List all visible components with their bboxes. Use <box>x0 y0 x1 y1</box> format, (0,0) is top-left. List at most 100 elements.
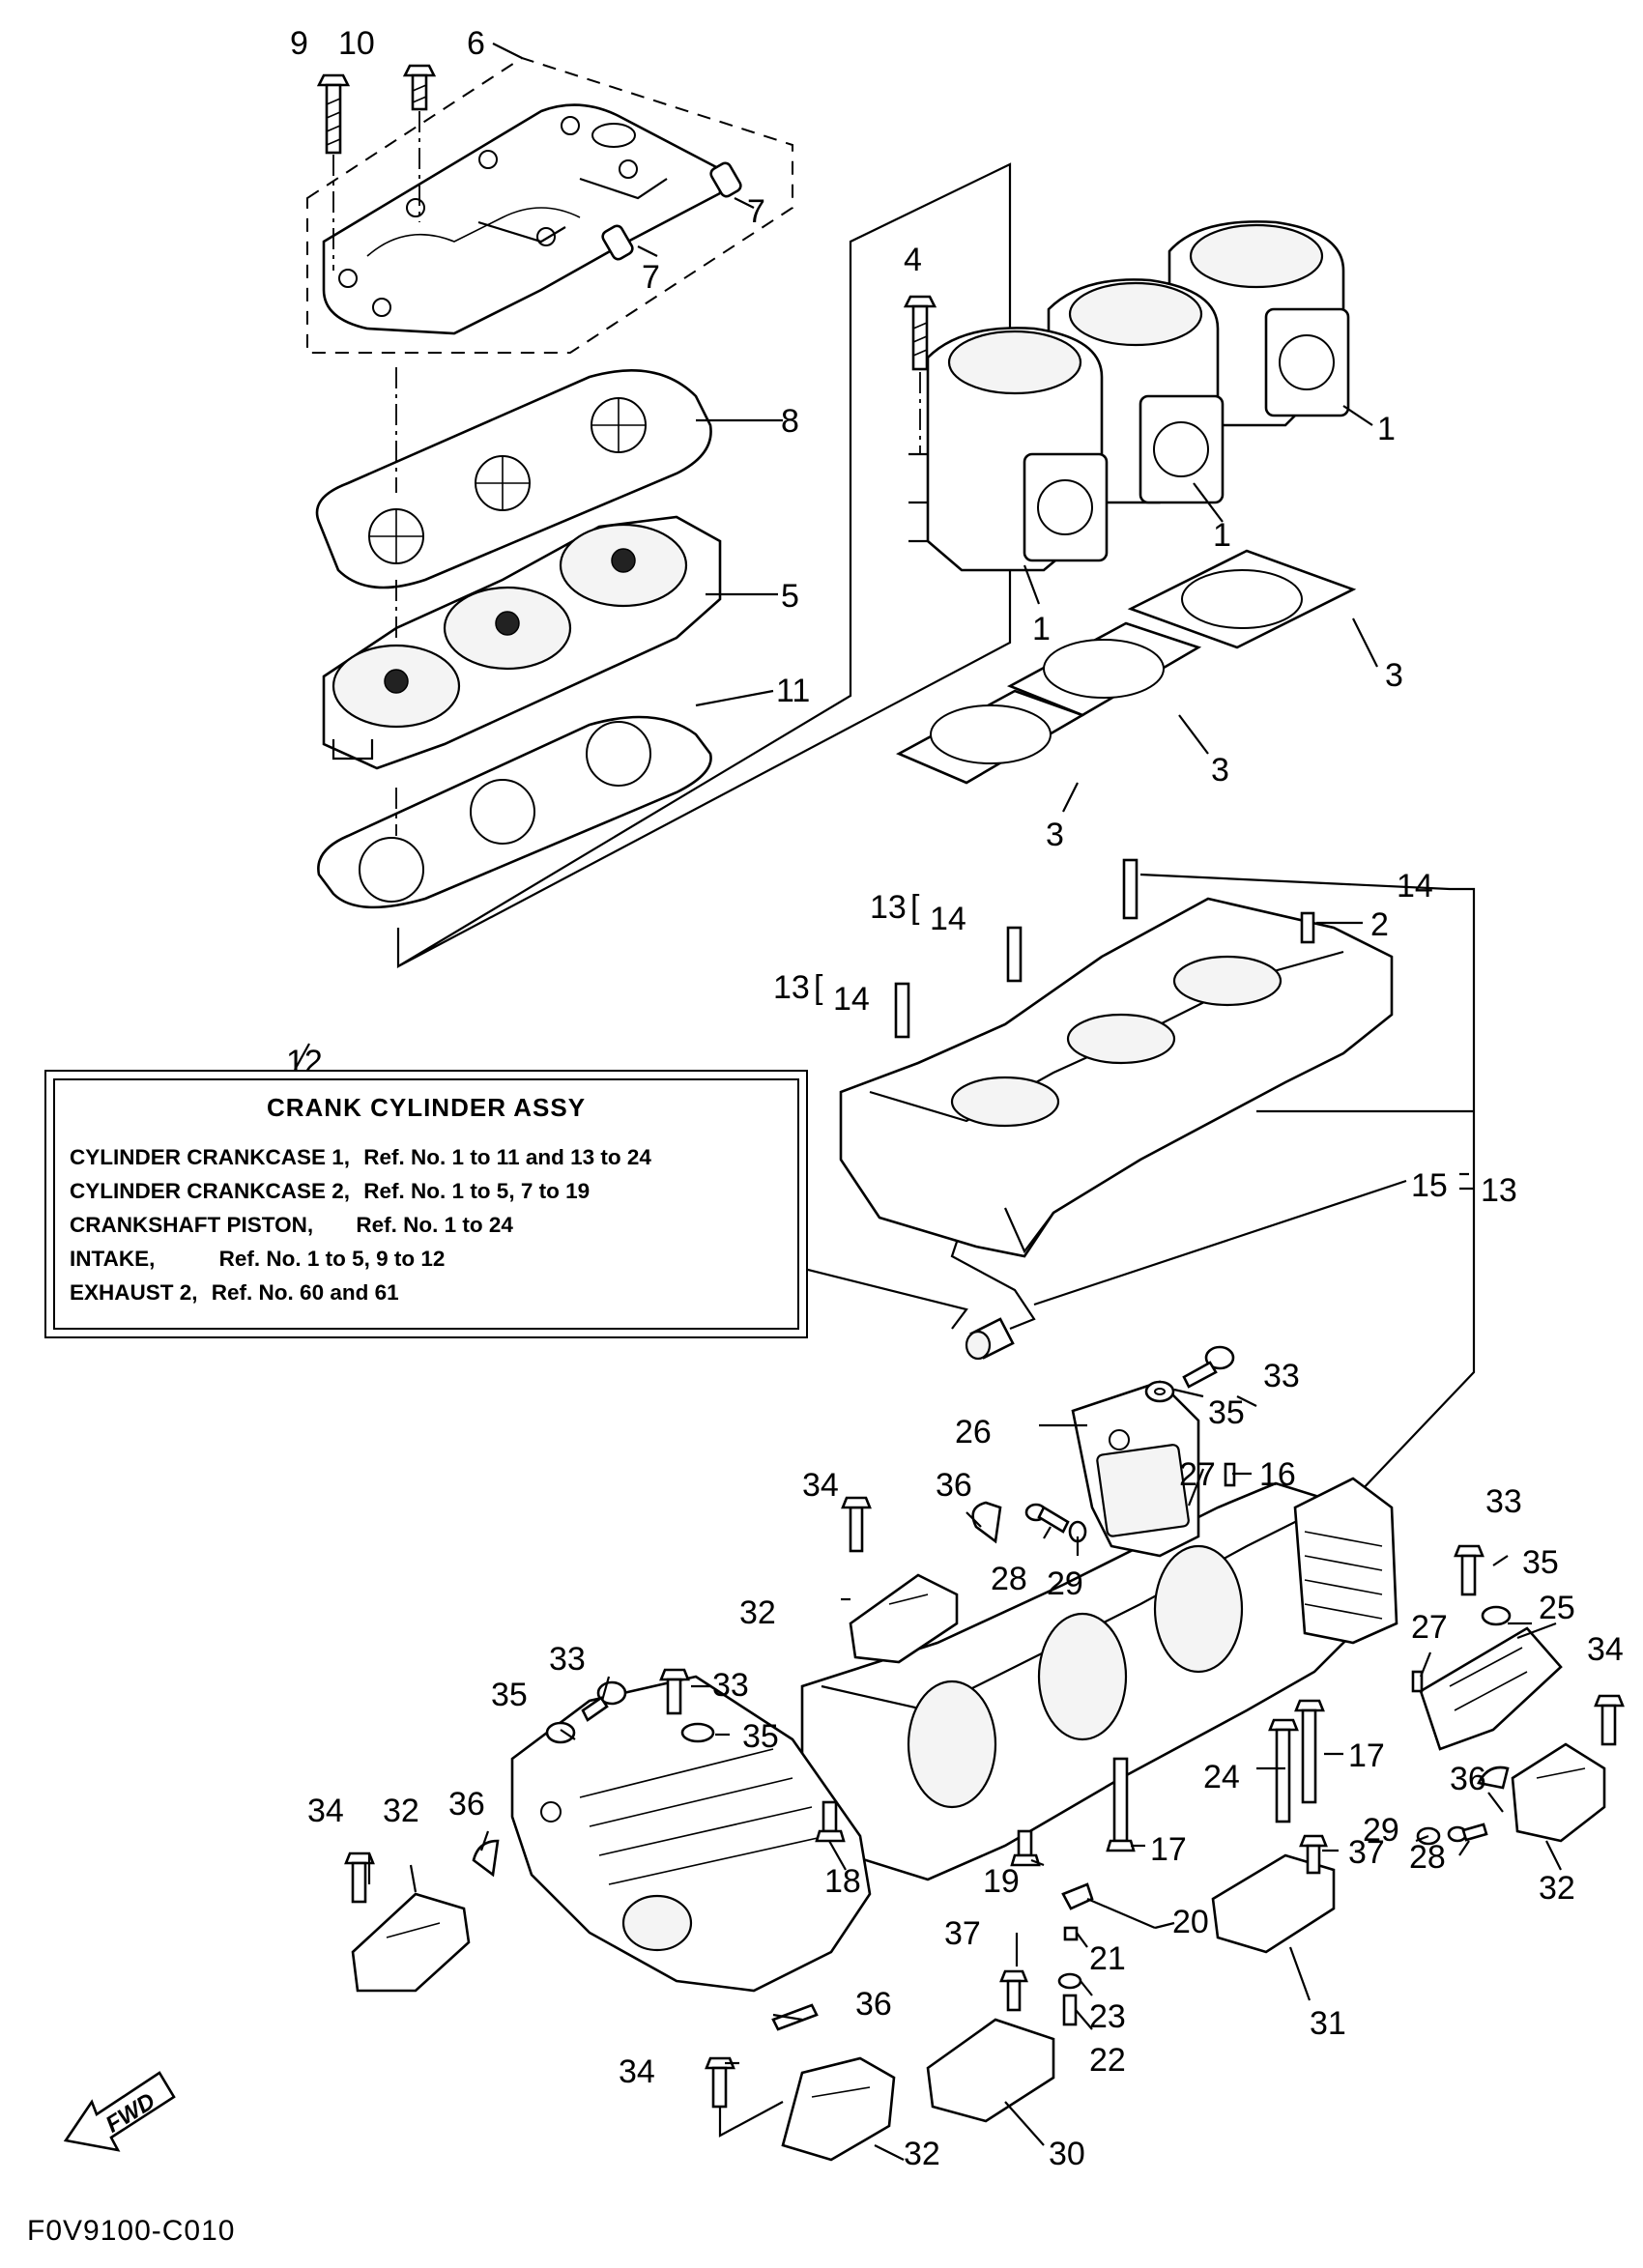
callout-17: 17 <box>1348 1737 1385 1774</box>
cylinder-bore <box>947 330 1082 395</box>
callout-22: 22 <box>1089 2042 1126 2079</box>
bracket-glyph: [ <box>814 969 823 1006</box>
callout-20: 20 <box>1172 1904 1209 1940</box>
hose-fitting <box>709 161 742 198</box>
assembly-line-ref: Ref. No. 1 to 11 and 13 to 24 <box>363 1145 651 1169</box>
clip <box>472 1839 500 1878</box>
bolt <box>1454 1544 1484 1596</box>
callout-28: 28 <box>991 1561 1027 1597</box>
callout-14: 14 <box>1397 868 1433 904</box>
bolt <box>402 64 437 111</box>
bushing <box>950 1241 1036 1361</box>
callout-10: 10 <box>338 25 375 62</box>
crankshaft-journal <box>1066 1013 1176 1065</box>
clip <box>1477 1766 1510 1790</box>
washer <box>680 1722 715 1743</box>
cylinder-head-cover <box>322 103 722 335</box>
cover-bolt-hole <box>536 227 556 246</box>
drain-bolt <box>1010 1829 1041 1867</box>
long-bolt <box>1268 1718 1299 1823</box>
assembly-line-name: CYLINDER CRANKCASE 1, <box>70 1145 351 1169</box>
crankcase-leg <box>1003 1207 1054 1254</box>
figure-code: F0V9100-C010 <box>27 2215 236 2247</box>
callout-9: 9 <box>290 25 308 62</box>
washer <box>1144 1380 1175 1403</box>
callout-34: 34 <box>307 1793 344 1829</box>
callout-1: 1 <box>1213 517 1231 554</box>
crankshaft-journal <box>907 1679 997 1809</box>
hose-bracket <box>477 220 566 244</box>
assembly-reference-box: CRANK CYLINDER ASSY CYLINDER CRANKCASE 1… <box>44 1070 808 1338</box>
exhaust-port-opening <box>1037 479 1093 535</box>
bolt <box>344 1852 375 1904</box>
assembly-line: INTAKE, Ref. No. 1 to 5, 9 to 12 <box>70 1247 445 1272</box>
assembly-line-name: EXHAUST 2, <box>70 1280 198 1305</box>
callout-18: 18 <box>824 1863 861 1900</box>
clip <box>771 2003 819 2031</box>
callout-7: 7 <box>642 259 660 296</box>
cover-bolt-hole <box>540 1801 562 1823</box>
callout-23: 23 <box>1089 1998 1126 2035</box>
dowel-pin <box>1411 1670 1424 1693</box>
gasket-bore <box>359 837 424 903</box>
long-bolt <box>1106 1757 1136 1852</box>
drain-bolt <box>815 1800 846 1843</box>
callout-35: 35 <box>491 1677 528 1713</box>
washer <box>1481 1605 1512 1626</box>
upper-crankcase <box>839 858 1394 1258</box>
callout-36: 36 <box>1450 1761 1486 1797</box>
cover-bolt-hole <box>338 269 358 288</box>
spark-plug-hole <box>384 669 409 694</box>
callout-30: 30 <box>1049 2136 1085 2172</box>
assembly-line-name: CRANKSHAFT PISTON, <box>70 1213 314 1237</box>
leader-lines <box>294 43 1562 2161</box>
callout-2: 2 <box>1370 906 1389 943</box>
assembly-line: CYLINDER CRANKCASE 2, Ref. No. 1 to 5, 7… <box>70 1179 590 1204</box>
clip <box>971 1501 1002 1544</box>
callout-27: 27 <box>1411 1609 1448 1646</box>
callout-19: 19 <box>983 1863 1020 1900</box>
callout-29: 29 <box>1047 1565 1083 1602</box>
bracket-glyph: [ <box>910 889 920 926</box>
callout-29: 29 <box>1363 1812 1399 1849</box>
callout-36: 36 <box>936 1467 972 1504</box>
head-tab <box>331 739 374 761</box>
lower-head-gasket <box>317 715 712 909</box>
callout-3: 3 <box>1211 752 1229 789</box>
callout-34: 34 <box>802 1467 839 1504</box>
callout-31: 31 <box>1310 2005 1346 2042</box>
fwd-arrow-icon: FWD <box>63 2071 176 2152</box>
bolt <box>1299 1834 1328 1875</box>
cylinder-base-gasket <box>1006 621 1202 717</box>
callout-32: 32 <box>1539 1870 1575 1907</box>
callout-28: 28 <box>1409 1839 1446 1876</box>
crankshaft-journal <box>1172 955 1283 1007</box>
callout-14: 14 <box>833 981 870 1018</box>
callout-35: 35 <box>1522 1544 1559 1581</box>
assembly-line: EXHAUST 2, Ref. No. 60 and 61 <box>70 1280 399 1306</box>
callout-33: 33 <box>712 1667 749 1704</box>
bolt <box>659 1668 690 1715</box>
callout-25: 25 <box>1539 1590 1575 1626</box>
bolt <box>849 1506 864 1553</box>
group-bracket-line <box>396 162 1012 968</box>
callout-32: 32 <box>383 1793 419 1829</box>
exhaust-port-opening <box>1153 421 1209 477</box>
mount-plate <box>1211 1853 1336 1954</box>
cover-bolt-hole <box>478 150 498 169</box>
crankcase-end-plate <box>1293 1477 1398 1645</box>
callout-4: 4 <box>904 242 922 278</box>
cover-bolt-hole <box>561 116 580 135</box>
bolt <box>1062 1994 1078 2026</box>
callout-27: 27 <box>1179 1456 1216 1493</box>
callout-14: 14 <box>930 901 966 937</box>
stud-bolt <box>894 982 910 1039</box>
callout-35: 35 <box>1208 1394 1245 1431</box>
cylinder-fins <box>908 452 928 543</box>
assembly-line-ref: Ref. No. 1 to 24 <box>356 1213 513 1237</box>
bolt <box>1447 1823 1488 1843</box>
cylinder-bore <box>1189 223 1324 289</box>
cover-bolt-hole <box>619 159 638 179</box>
callout-3: 3 <box>1046 817 1064 853</box>
